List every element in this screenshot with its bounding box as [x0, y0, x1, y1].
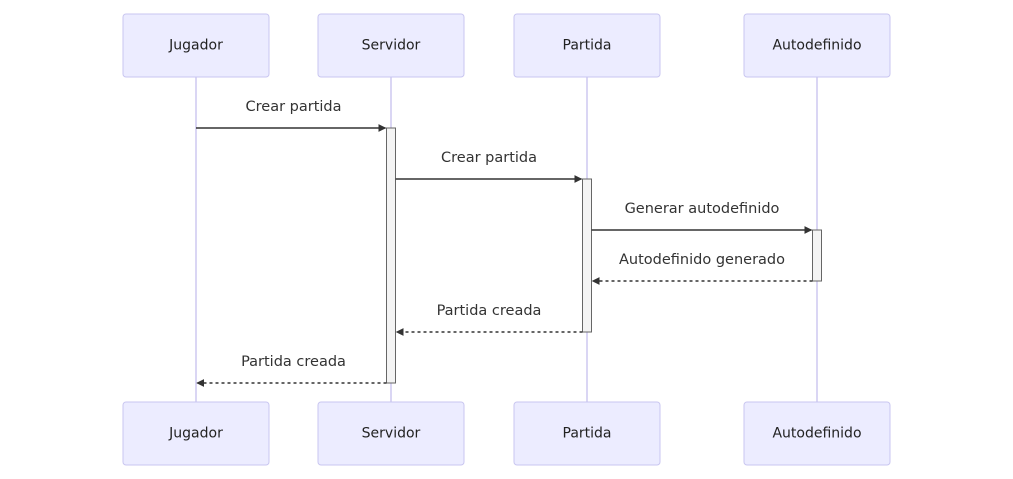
- message-label: Crear partida: [441, 150, 537, 166]
- participant-autodefinido-bottom: Autodefinido: [743, 401, 891, 466]
- participant-partida-top: Partida: [513, 13, 661, 78]
- message-5: Partida creada: [196, 354, 387, 387]
- message-1: Crear partida: [395, 150, 583, 183]
- participant-autodefinido-top: Autodefinido: [743, 13, 891, 78]
- participant-box: [122, 13, 270, 78]
- participant-label: Jugador: [168, 38, 223, 54]
- participant-label: Autodefinido: [772, 426, 861, 442]
- participant-box: [317, 401, 465, 466]
- participant-label: Servidor: [362, 38, 421, 54]
- message-label: Partida creada: [241, 354, 346, 370]
- message-0: Crear partida: [196, 99, 387, 132]
- message-3: Autodefinido generado: [591, 252, 813, 285]
- message-label: Crear partida: [246, 99, 342, 115]
- message-4: Partida creada: [395, 303, 583, 336]
- participant-servidor-bottom: Servidor: [317, 401, 465, 466]
- activation-partida: [582, 178, 592, 333]
- participant-box: [513, 401, 661, 466]
- participant-label: Partida: [563, 426, 612, 442]
- participant-box: [513, 13, 661, 78]
- message-label: Generar autodefinido: [625, 201, 780, 217]
- participant-box: [743, 13, 891, 78]
- message-2: Generar autodefinido: [591, 201, 813, 234]
- participant-box: [743, 401, 891, 466]
- message-label: Partida creada: [437, 303, 542, 319]
- participant-label: Autodefinido: [772, 38, 861, 54]
- participant-servidor-top: Servidor: [317, 13, 465, 78]
- activation-bars: [386, 127, 822, 384]
- activation-autodefinido: [812, 229, 822, 282]
- participant-label: Servidor: [362, 426, 421, 442]
- participants-bottom: Jugador Servidor Partida Autodefinido: [122, 401, 891, 466]
- participants-top: Jugador Servidor Partida Autodefinido: [122, 13, 891, 78]
- message-label: Autodefinido generado: [619, 252, 785, 268]
- participant-partida-bottom: Partida: [513, 401, 661, 466]
- participant-label: Jugador: [168, 426, 223, 442]
- participant-box: [122, 401, 270, 466]
- participant-label: Partida: [563, 38, 612, 54]
- activation-servidor: [386, 127, 396, 384]
- participant-jugador-top: Jugador: [122, 13, 270, 78]
- participant-box: [317, 13, 465, 78]
- participant-jugador-bottom: Jugador: [122, 401, 270, 466]
